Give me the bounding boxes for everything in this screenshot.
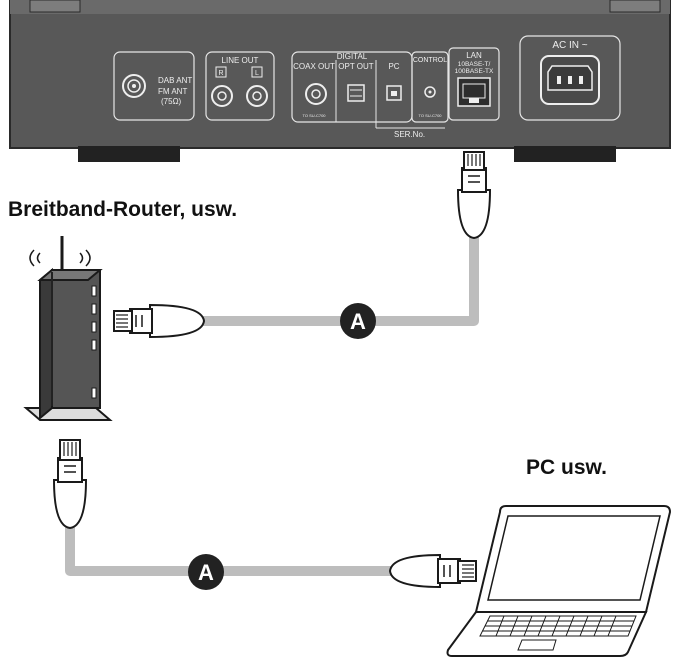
coax-to-su-label: TO SU-C700 — [302, 113, 326, 118]
antenna-jack-icon — [122, 74, 146, 98]
device-corner-left — [29, 0, 81, 13]
device-top-lip — [10, 0, 670, 14]
cable-marker-a-bottom: A — [188, 554, 224, 590]
lan-cable-router-pc — [65, 523, 394, 576]
cable-marker-a-top: A — [340, 303, 376, 339]
rca-l-jack-icon — [246, 85, 268, 107]
rj45-plug-pc-icon — [388, 553, 477, 589]
router-icon — [23, 236, 113, 421]
antenna-label-dab: DAB ANT — [158, 76, 192, 85]
wifi-wave-right-icon — [85, 249, 91, 267]
digital-label: DIGITAL — [337, 52, 368, 61]
lan-frame — [448, 47, 500, 121]
laptop-icon — [446, 505, 672, 657]
device-foot-left — [78, 146, 180, 162]
coax-out-label: COAX OUT — [293, 62, 335, 71]
usb-b-port-icon — [386, 85, 402, 101]
lan-label-100base: 100BASE-TX — [455, 68, 494, 75]
cable-marker-label: A — [350, 309, 366, 334]
line-out-label: LINE OUT — [222, 56, 259, 65]
optical-port-icon — [347, 84, 365, 102]
lan-label-10base: 10BASE-T/ — [458, 61, 491, 68]
lan-label: LAN — [466, 51, 482, 60]
control-frame — [411, 51, 449, 123]
control-jack-icon — [424, 86, 436, 98]
device-rear-panel: DAB ANT FM ANT (75Ω) LINE OUT R L DIGITA… — [9, 0, 671, 162]
ac-in-label: AC IN ~ — [552, 40, 587, 51]
pc-port-label: PC — [388, 62, 399, 71]
rj45-plug-device-icon — [456, 151, 492, 240]
rj45-plug-router-icon — [113, 303, 206, 339]
rj45-plug-router-bottom-icon — [52, 439, 88, 530]
line-out-frame — [205, 51, 275, 121]
control-to-su-label: TO SU-C700 — [418, 113, 442, 118]
lan-cable-router-device — [200, 236, 479, 326]
coax-jack-icon — [305, 83, 327, 105]
pc-heading: PC usw. — [526, 456, 607, 479]
router-heading: Breitband-Router, usw. — [8, 198, 238, 221]
line-out-r-label: R — [218, 70, 223, 77]
device-corner-right — [609, 0, 661, 13]
wifi-wave-left-icon — [29, 249, 35, 267]
rca-r-jack-icon — [211, 85, 233, 107]
antenna-label-fm: FM ANT — [158, 87, 187, 96]
control-label: CONTROL — [413, 57, 447, 64]
cable-marker-label: A — [198, 560, 214, 585]
antenna-label-ohm: (75Ω) — [161, 97, 182, 106]
line-out-l-label: L — [255, 70, 259, 77]
opt-out-label: OPT OUT — [338, 62, 374, 71]
device-foot-right — [514, 146, 616, 162]
serial-number-label: SER.No. — [394, 130, 425, 139]
antenna-frame — [113, 51, 195, 121]
ac-in-frame — [519, 35, 621, 121]
